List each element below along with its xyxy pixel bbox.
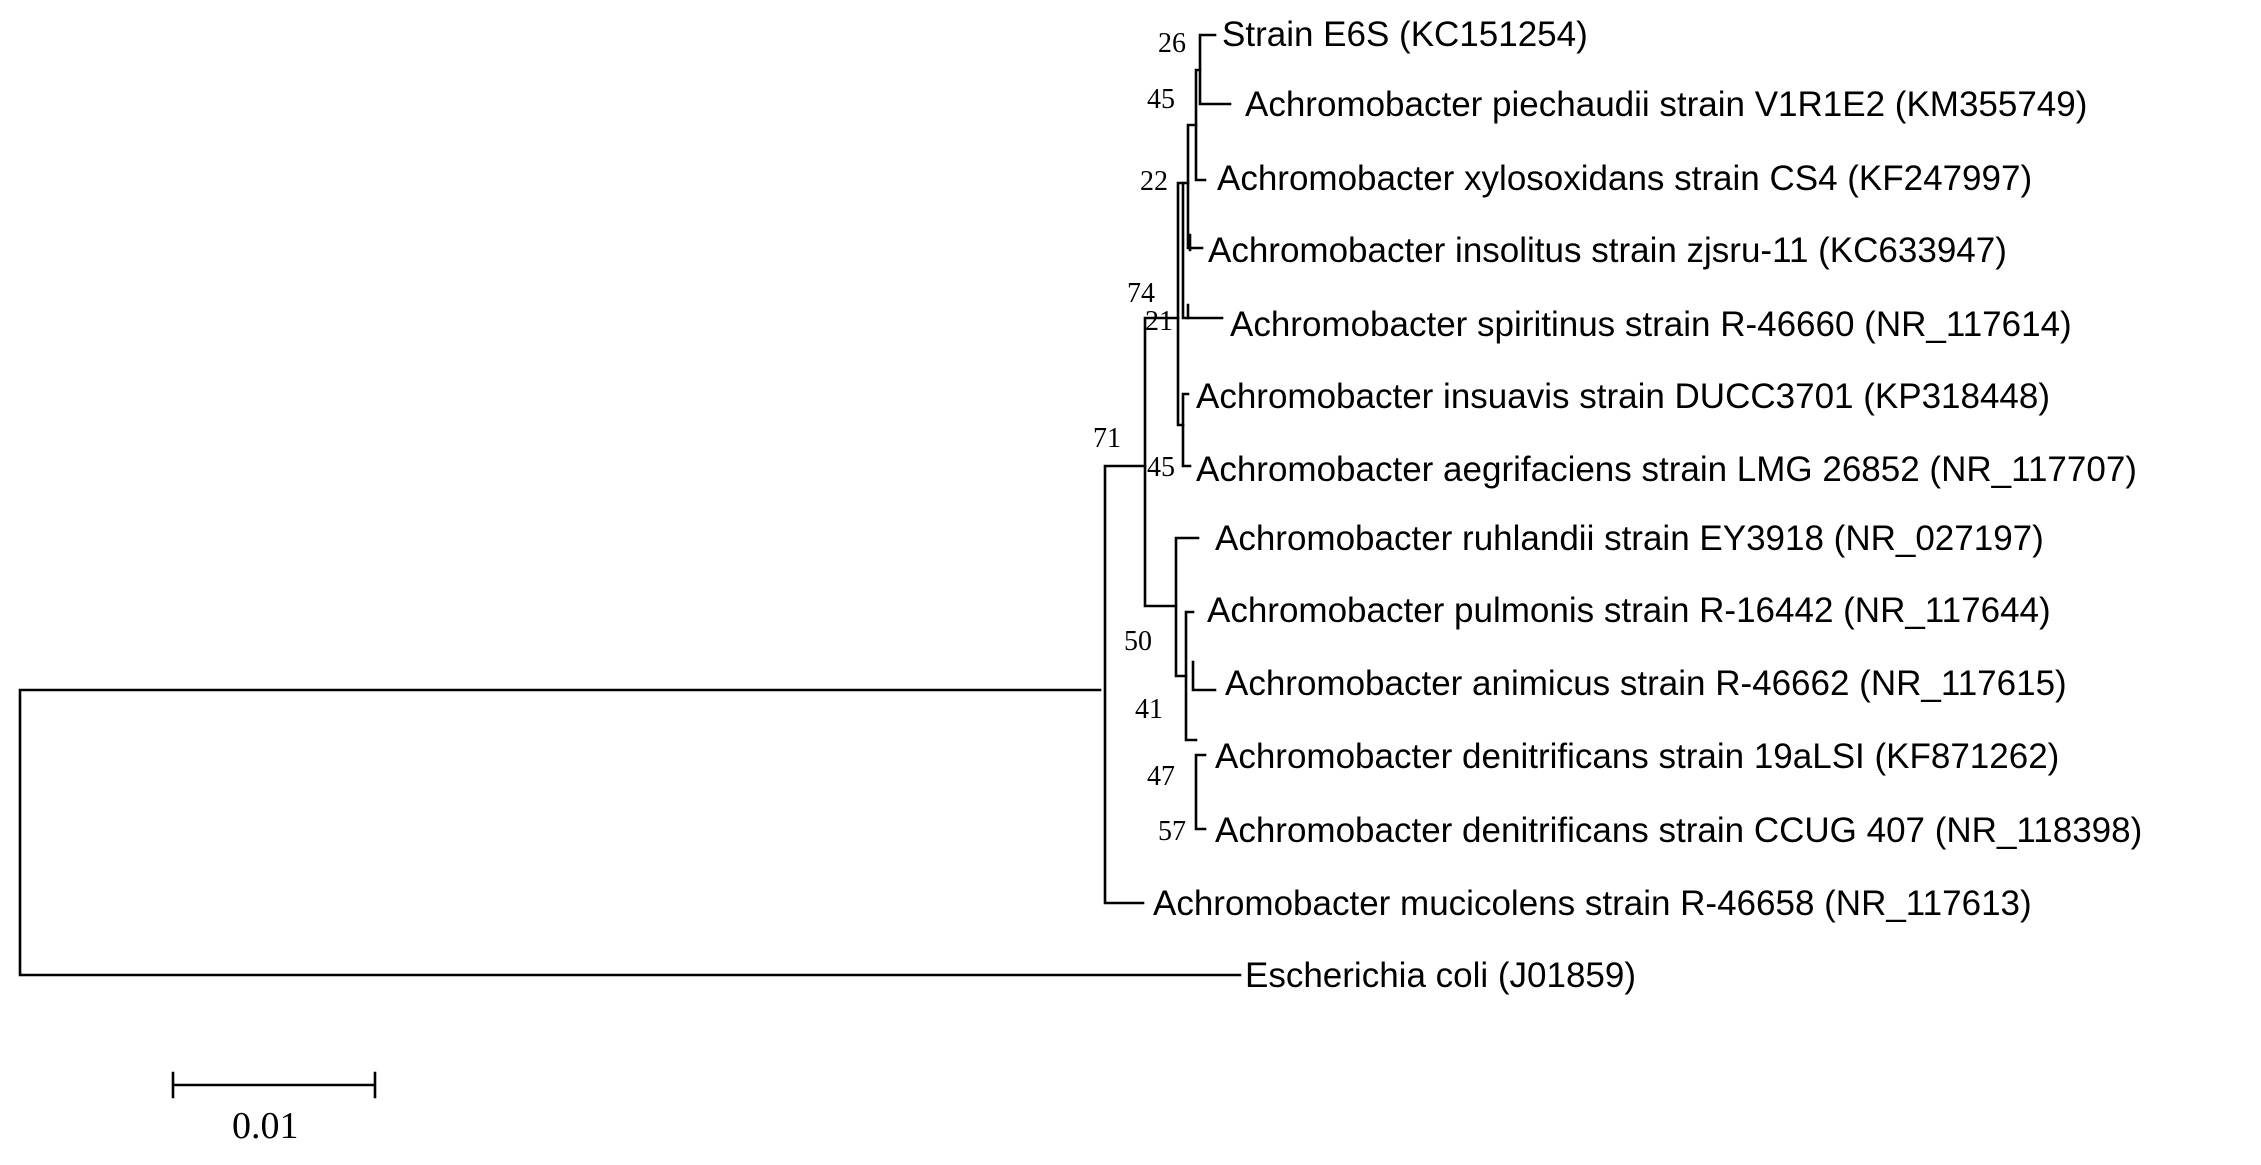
taxon-label: Achromobacter denitrificans strain 19aLS… [1215,737,2059,776]
bootstrap-value: 41 [1135,694,1163,725]
branch-spiritinus [1186,303,1224,320]
taxon-label: Achromobacter insolitus strain zjsru-11 … [1208,231,2007,270]
branch-node-71 [1103,464,1147,905]
bootstrap-value: 47 [1147,761,1175,792]
bootstrap-value: 50 [1124,626,1152,657]
scale-bar [171,1071,377,1099]
taxon-label: Achromobacter pulmonis strain R-16442 (N… [1207,591,2051,630]
bootstrap-value: 74 [1127,278,1155,309]
bootstrap-value: 26 [1158,28,1186,59]
bootstrap-value: 71 [1093,423,1121,454]
taxon-label: Strain E6S (KC151254) [1222,15,1588,54]
taxon-label: Achromobacter insuavis strain DUCC3701 (… [1196,377,2050,416]
branch-node-a [1143,316,1180,608]
branch-root [18,688,1242,977]
taxon-label: Achromobacter spiritinus strain R-46660 … [1230,305,2072,344]
taxon-label: Achromobacter piechaudii strain V1R1E2 (… [1245,85,2087,124]
taxon-label: Achromobacter mucicolens strain R-46658 … [1153,884,2032,923]
bootstrap-value: 45 [1147,84,1175,115]
taxon-label: Escherichia coli (J01859) [1245,956,1636,995]
scale-bar-label: 0.01 [232,1105,299,1147]
branch-node-50 [1174,536,1200,678]
branch-insolitus [1188,233,1204,252]
taxon-label: Achromobacter xylosoxidans strain CS4 (K… [1217,159,2032,198]
bootstrap-value: 21 [1145,306,1173,337]
taxon-label: Achromobacter ruhlandii strain EY3918 (N… [1215,519,2044,558]
taxon-label: Achromobacter animicus strain R-46662 (N… [1225,664,2067,703]
branch-node-57 [1191,660,1217,692]
branch-node-45b [1181,392,1192,468]
bootstrap-value: 45 [1147,452,1175,483]
branch-node-26 [1198,33,1232,106]
branch-node-47 [1194,753,1207,831]
taxon-label: Achromobacter denitrificans strain CCUG … [1215,811,2142,850]
bootstrap-value: 57 [1158,816,1186,847]
taxon-label: Achromobacter aegrifaciens strain LMG 26… [1196,450,2137,489]
bootstrap-value: 22 [1140,166,1168,197]
branch-node-41 [1184,610,1198,742]
